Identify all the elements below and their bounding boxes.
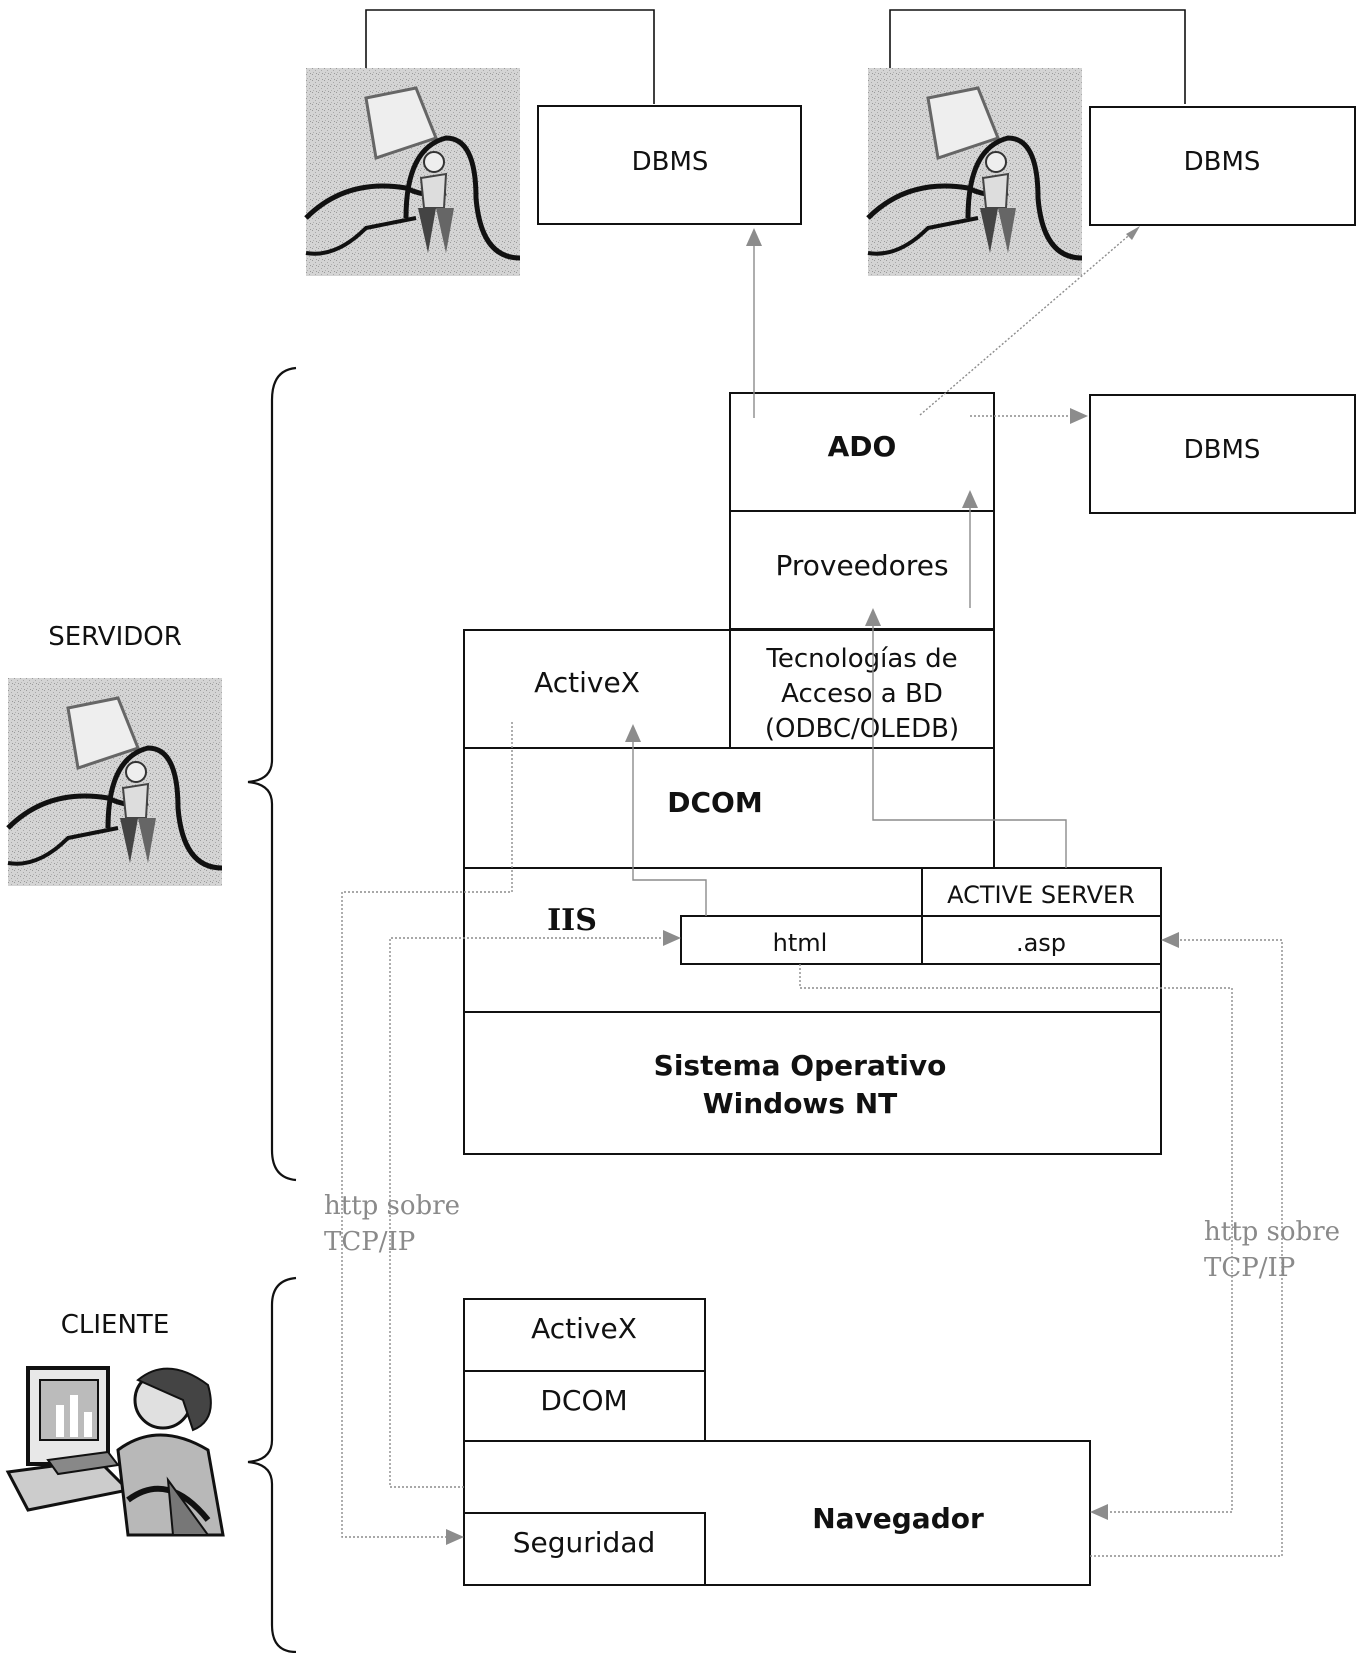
dbms-label-3: DBMS — [1184, 435, 1261, 465]
active-server-box — [921, 867, 1162, 917]
flow-asp-to-prov — [872, 616, 1067, 868]
tecnologias-line-2: Acceso a BD — [781, 679, 943, 709]
arrowhead — [1070, 408, 1088, 424]
http-label-right-2: TCP/IP — [1204, 1253, 1295, 1283]
tecnologias-box — [729, 629, 995, 749]
flow-ado-to-dbms2 — [919, 230, 1135, 416]
seguridad-label: Seguridad — [513, 1526, 656, 1559]
dcom-client-box — [463, 1370, 706, 1442]
dbms-label-2: DBMS — [1184, 147, 1261, 177]
tecnologias-line-3: (ODBC/OLEDB) — [765, 714, 959, 744]
server-person-icon — [306, 68, 520, 276]
active-server-label: ACTIVE SERVER — [947, 881, 1135, 909]
http-label-right-1: http sobre — [1204, 1217, 1340, 1247]
server-label: SERVIDOR — [48, 622, 182, 652]
flow-html-to-activex — [632, 732, 707, 916]
arrowhead — [865, 608, 881, 626]
arrowhead — [663, 930, 681, 946]
client-label: CLIENTE — [61, 1310, 170, 1340]
rack-line-2 — [889, 9, 1186, 104]
html-label: html — [773, 929, 828, 957]
arrowhead — [625, 724, 641, 742]
activex-client-box — [463, 1298, 706, 1372]
arrowhead — [1126, 226, 1140, 240]
http-label-left-1: http sobre — [324, 1191, 460, 1221]
navegador-label: Navegador — [812, 1502, 984, 1535]
arrowhead — [746, 228, 762, 246]
dbms-label-1: DBMS — [632, 147, 709, 177]
arrowhead — [446, 1529, 464, 1545]
dbms-box-3 — [1089, 394, 1356, 514]
seguridad-box — [463, 1512, 706, 1586]
client-brace — [247, 1276, 297, 1653]
rack-line-1 — [365, 9, 655, 104]
flow-client-to-html — [389, 937, 663, 1488]
server-person-icon — [8, 678, 222, 886]
dbms-box-2 — [1089, 106, 1356, 226]
server-person-icon — [868, 68, 1082, 276]
ado-box — [729, 392, 995, 512]
dcom-server-label: DCOM — [667, 786, 762, 819]
html-box — [680, 915, 923, 965]
arrowhead — [1161, 932, 1179, 948]
activex-client-label: ActiveX — [531, 1312, 637, 1345]
proveedores-label: Proveedores — [775, 549, 948, 582]
arrowhead — [1090, 1504, 1108, 1520]
os-line-2: Windows NT — [703, 1087, 898, 1120]
client-computer-user-icon — [5, 1366, 225, 1537]
flow-html-to-navegador — [799, 964, 1233, 1513]
http-label-left-2: TCP/IP — [324, 1227, 415, 1257]
activex-server-label: ActiveX — [534, 666, 640, 699]
dcom-server-box — [463, 747, 995, 869]
asp-label: .asp — [1016, 929, 1066, 957]
flow-navegador-to-asp — [1090, 939, 1283, 1557]
iis-label: IIS — [547, 903, 597, 938]
dcom-client-label: DCOM — [540, 1384, 627, 1417]
dbms-box-1 — [537, 105, 802, 225]
os-box — [463, 1011, 1162, 1155]
arrowhead — [962, 490, 978, 508]
proveedores-box — [729, 510, 995, 630]
server-brace — [247, 366, 297, 1182]
ado-label: ADO — [828, 430, 897, 463]
flow-activex-down-left — [341, 722, 513, 1538]
os-line-1: Sistema Operativo — [654, 1049, 947, 1082]
tecnologias-line-1: Tecnologías de — [765, 644, 957, 674]
